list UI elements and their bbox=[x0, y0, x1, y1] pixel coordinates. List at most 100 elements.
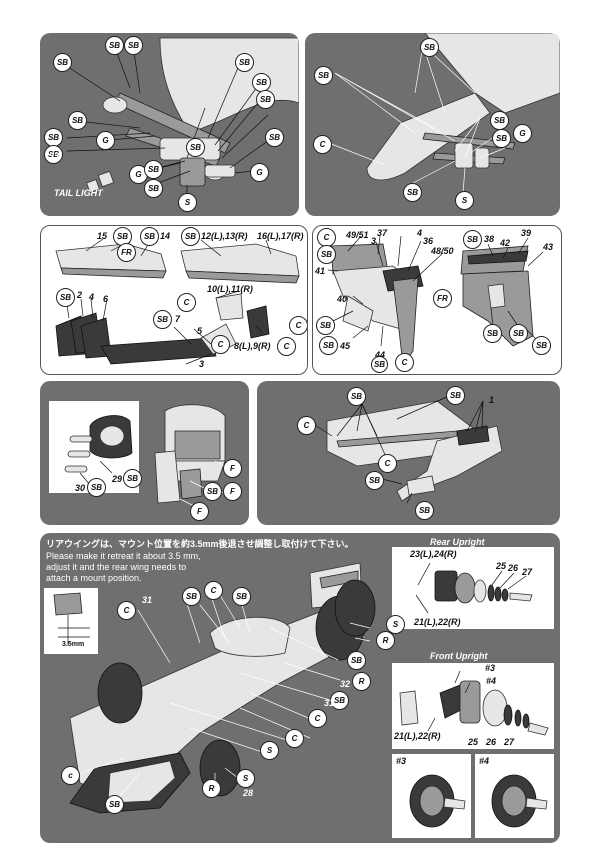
part-number-26: 26 bbox=[486, 737, 497, 747]
callout-sb: SB bbox=[252, 73, 271, 92]
part-number-30: 30 bbox=[75, 483, 86, 493]
callout-f: F bbox=[223, 459, 242, 478]
inset-dimension: 3.5mm bbox=[62, 641, 85, 648]
callout-sb: SB bbox=[403, 183, 422, 202]
callout-g: G bbox=[513, 124, 532, 143]
callout-sb: SB bbox=[415, 501, 434, 520]
floor-drawing bbox=[314, 395, 503, 504]
callout-sb: SB bbox=[87, 478, 106, 497]
part-number-44: 44 bbox=[375, 350, 386, 360]
part-number-25: 25 bbox=[496, 561, 507, 571]
part-number-36: 36 bbox=[423, 236, 434, 246]
part-number-14: 14 bbox=[160, 231, 171, 241]
part-number-25: 25 bbox=[468, 737, 479, 747]
callout-sb: SB bbox=[123, 469, 142, 488]
callout-fr: FR bbox=[117, 243, 136, 262]
callout-g: G bbox=[250, 163, 269, 182]
part-number-40: 40 bbox=[337, 294, 348, 304]
callout-sb: SB bbox=[53, 53, 72, 72]
part-number-16-17: 16(L),17(R) bbox=[257, 231, 304, 241]
part-number-38: 38 bbox=[484, 234, 495, 244]
callout-s: S bbox=[260, 741, 279, 760]
part-number-26: 26 bbox=[508, 563, 519, 573]
callout-sb: SB bbox=[124, 36, 143, 55]
part-number-43: 43 bbox=[543, 242, 554, 252]
note-english-line1: Please make it retreat it about 3.5 mm, bbox=[46, 551, 201, 561]
callout-c: C bbox=[177, 293, 196, 312]
callout-sb: SB bbox=[44, 145, 63, 164]
callout-sb: SB bbox=[319, 336, 338, 355]
callout-sb: SB bbox=[371, 356, 388, 373]
callout-sb: SB bbox=[140, 227, 159, 246]
note-japanese: リアウイングは、マウント位置を約3.5mm後退させ調整し取付けて下さい。 bbox=[46, 539, 354, 549]
callout-sb: SB bbox=[316, 316, 335, 335]
part-number-8-9: 8(L),9(R) bbox=[234, 341, 271, 351]
note-english-line2: adjust it and the rear wing needs to bbox=[46, 562, 187, 572]
callout-sb: SB bbox=[105, 795, 124, 814]
panel-sidepods: C SB 49/51 37 3 4 36 48/50 41 40 FR SB S… bbox=[312, 225, 562, 375]
callout-fr: FR bbox=[433, 289, 452, 308]
part-number-2: 2 bbox=[77, 290, 83, 300]
panel-main-assembly: リアウイングは、マウント位置を約3.5mm後退させ調整し取付けて下さい。 Ple… bbox=[40, 533, 560, 843]
part-number-23-24: 23(L),24(R) bbox=[410, 549, 457, 559]
part-number-4-ref: #4 bbox=[486, 676, 497, 686]
callout-sb: SB bbox=[232, 587, 251, 606]
callout-s: S bbox=[178, 193, 197, 212]
part-number-28: 28 bbox=[392, 606, 403, 616]
callout-sb: SB bbox=[153, 310, 172, 329]
part-number-45: 45 bbox=[340, 341, 351, 351]
callout-sb: SB bbox=[492, 129, 511, 148]
part-number-5: 5 bbox=[197, 326, 203, 336]
callout-r: R bbox=[376, 631, 395, 650]
callout-c: C bbox=[204, 581, 223, 600]
tail-light-label: TAIL LIGHT bbox=[54, 188, 103, 198]
part-number-42: 42 bbox=[500, 238, 511, 248]
callout-sb: SB bbox=[532, 336, 551, 355]
callout-c: C bbox=[308, 709, 327, 728]
part-number-48-50: 48/50 bbox=[431, 246, 454, 256]
part-number-10-11: 10(L),11(R) bbox=[207, 284, 253, 294]
callout-sb: SB bbox=[182, 587, 201, 606]
callout-sb: SB bbox=[203, 482, 222, 501]
callout-sb: SB bbox=[265, 128, 284, 147]
callout-sb: SB bbox=[235, 53, 254, 72]
part-number-4: 4 bbox=[89, 292, 95, 302]
part-number-7: 7 bbox=[175, 314, 181, 324]
callout-c: C bbox=[297, 416, 316, 435]
part-number-29: 29 bbox=[112, 474, 123, 484]
callout-s: S bbox=[386, 615, 405, 634]
callout-sb: SB bbox=[365, 471, 384, 490]
callout-sb: SB bbox=[347, 651, 366, 670]
callout-sb: SB bbox=[317, 245, 336, 264]
panel-floor: SB SB 1 C C SB SB bbox=[257, 381, 560, 525]
part-number-27: 27 bbox=[522, 567, 533, 577]
callout-c: C bbox=[289, 316, 307, 335]
part-number-21-22: 21(L),22(R) bbox=[394, 731, 441, 741]
callout-c: C bbox=[277, 337, 296, 356]
callout-sb: SB bbox=[144, 160, 163, 179]
callout-sb: SB bbox=[68, 111, 87, 130]
part-number-27: 27 bbox=[504, 737, 515, 747]
note-english-line3: attach a mount position. bbox=[46, 573, 142, 583]
part-number-3: 3 bbox=[371, 236, 377, 246]
part-number-39: 39 bbox=[521, 228, 532, 238]
callout-c: C bbox=[211, 335, 230, 354]
panel-front-suspension: SB SB SB SB G C SB S bbox=[305, 33, 560, 216]
panel-wings: 15 SB SB 14 FR SB 12(L),13(R) 16(L),17(R… bbox=[40, 225, 308, 375]
callout-sb: SB bbox=[105, 36, 124, 55]
panel-cover-parts: 30 SB 29 SB F SB F F bbox=[40, 381, 249, 525]
callout-sb: SB bbox=[181, 227, 200, 246]
callout-sb: SB bbox=[463, 230, 482, 249]
callout-sb: SB bbox=[56, 288, 75, 307]
callout-sb: SB bbox=[256, 90, 275, 109]
detail-label-3: #3 bbox=[396, 756, 407, 766]
wings-drawing bbox=[55, 238, 300, 365]
part-number-37: 37 bbox=[377, 228, 388, 238]
part-number-49-51: 49/51 bbox=[346, 230, 369, 240]
part-number-21-22: 21(L),22(R) bbox=[414, 617, 461, 627]
callout-s: S bbox=[236, 769, 255, 788]
callout-g: G bbox=[96, 131, 115, 150]
part-number-32: 32 bbox=[340, 679, 351, 689]
callout-c: C bbox=[313, 135, 332, 154]
detail-label-4: #4 bbox=[479, 756, 490, 766]
